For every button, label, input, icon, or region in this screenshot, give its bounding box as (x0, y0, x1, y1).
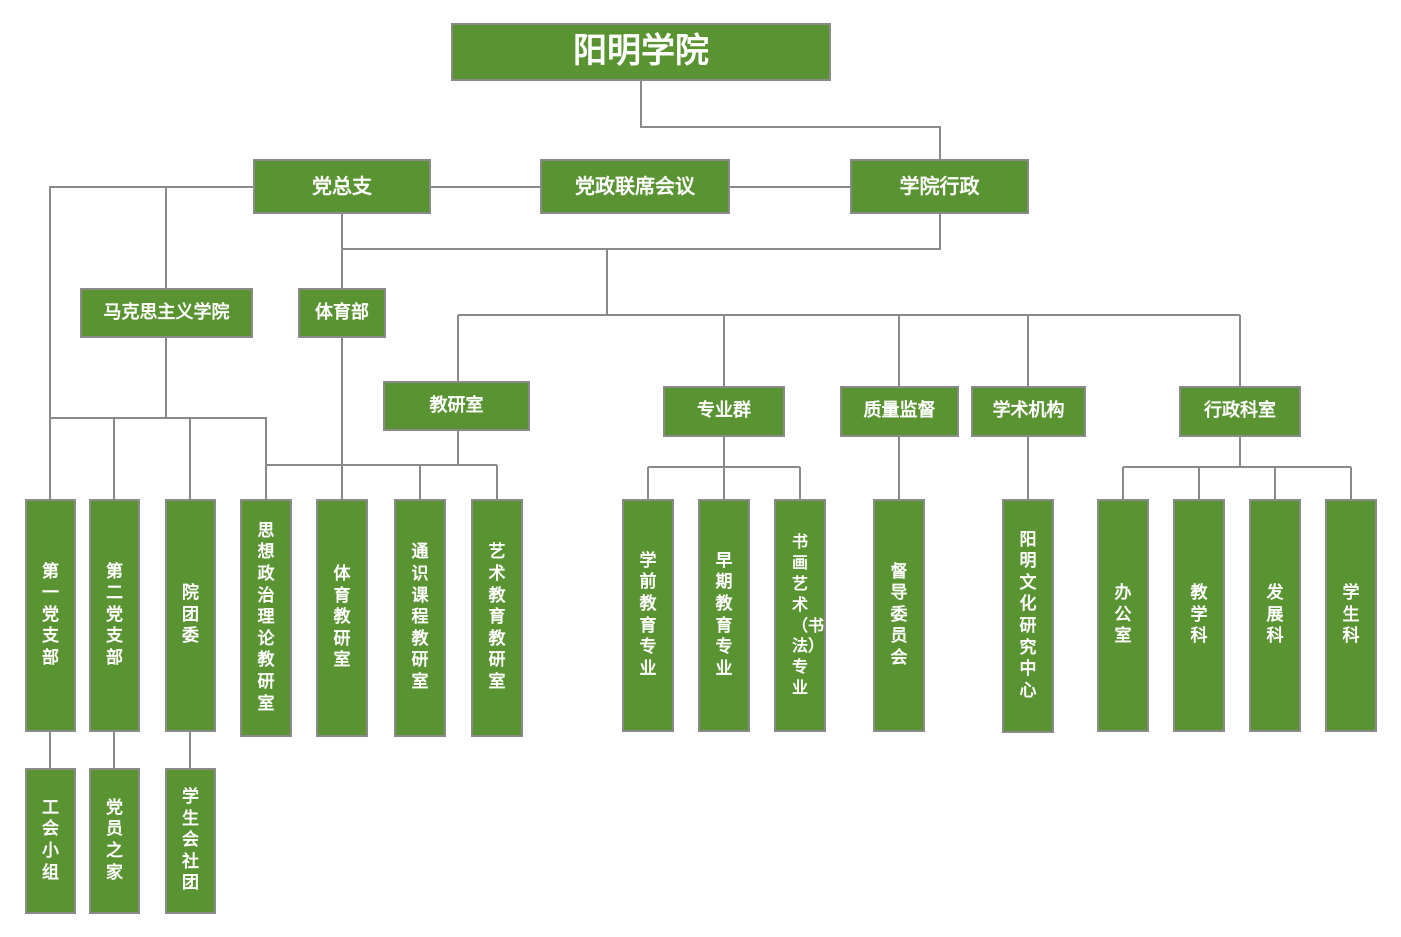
leaf-supervision[interactable]: 督导委员会 (873, 499, 925, 732)
leaf-yangming-center[interactable]: 阳明文化研究中心 (1002, 499, 1054, 733)
node-admin-label: 学院行政 (899, 174, 980, 198)
leaf-development-section-label: 发展科 (1266, 583, 1284, 647)
leaf-pe-research-label: 体育教研室 (333, 564, 351, 671)
leaf-branch2-label: 第二党支部 (106, 561, 123, 668)
leaf-student-union-label: 学生会 社团 (182, 787, 216, 894)
leaf-student-section-label: 学生科 (1342, 583, 1360, 647)
leaf-yangming-center-label: 阳明文化研究中心 (1019, 529, 1037, 701)
node-admin-offices-label: 行政科室 (1204, 400, 1276, 422)
node-marx-label: 马克思主义学院 (103, 301, 230, 323)
leaf-pe-research[interactable]: 体育教研室 (316, 499, 368, 737)
leaf-union-group-label: 工会小组 (42, 797, 59, 883)
leaf-member-home-label: 党员之家 (106, 797, 123, 883)
leaf-preschool-label: 学前教育专业 (639, 550, 657, 679)
node-teach-research[interactable]: 教研室 (383, 381, 530, 431)
leaf-branch1-label: 第一党支部 (42, 561, 59, 668)
leaf-general[interactable]: 通识课程教研室 (394, 499, 446, 737)
leaf-office[interactable]: 办公室 (1097, 499, 1149, 732)
leaf-ideo-label: 思想政治理论教研室 (257, 520, 275, 714)
node-pe-dept-label: 体育部 (315, 301, 369, 323)
leaf-branch2[interactable]: 第二党支部 (89, 499, 140, 732)
leaf-art-label: 艺术教育教研室 (488, 542, 506, 692)
node-pe-dept[interactable]: 体育部 (298, 288, 386, 338)
node-academic-label: 学术机构 (992, 400, 1065, 422)
leaf-early-label: 早期教育专业 (715, 550, 733, 679)
leaf-teaching-section-label: 教学科 (1190, 583, 1208, 647)
node-joint-meeting[interactable]: 党政联席会议 (540, 159, 730, 214)
node-party[interactable]: 党总支 (253, 159, 431, 214)
leaf-supervision-label: 督导委员会 (890, 561, 908, 668)
node-academic[interactable]: 学术机构 (971, 386, 1086, 437)
leaf-art[interactable]: 艺术教育教研室 (471, 499, 523, 737)
node-marx[interactable]: 马克思主义学院 (80, 288, 253, 338)
node-admin[interactable]: 学院行政 (850, 159, 1029, 214)
leaf-calligraphy[interactable]: 书画艺术（书法）专业 (774, 499, 826, 732)
leaf-office-label: 办公室 (1114, 583, 1132, 647)
root-label: 阳明学院 (573, 31, 709, 72)
leaf-calligraphy-label: 书画艺术（书法）专业 (792, 532, 825, 697)
leaf-student-section[interactable]: 学生科 (1325, 499, 1377, 732)
leaf-member-home[interactable]: 党员之家 (89, 768, 140, 914)
node-admin-offices[interactable]: 行政科室 (1179, 386, 1301, 437)
leaf-preschool[interactable]: 学前教育专业 (622, 499, 674, 732)
leaf-youth-league-label: 院团委 (182, 583, 199, 647)
leaf-early[interactable]: 早期教育专业 (698, 499, 750, 732)
node-party-label: 党总支 (312, 174, 372, 198)
root-node[interactable]: 阳明学院 (451, 23, 831, 81)
leaf-branch1[interactable]: 第一党支部 (25, 499, 76, 732)
node-quality[interactable]: 质量监督 (840, 386, 959, 437)
node-quality-label: 质量监督 (863, 400, 936, 422)
node-teach-research-label: 教研室 (429, 394, 484, 416)
leaf-teaching-section[interactable]: 教学科 (1173, 499, 1225, 732)
leaf-general-label: 通识课程教研室 (411, 542, 429, 692)
leaf-ideo[interactable]: 思想政治理论教研室 (240, 499, 292, 737)
leaf-development-section[interactable]: 发展科 (1249, 499, 1301, 732)
leaf-union-group[interactable]: 工会小组 (25, 768, 76, 914)
leaf-student-union[interactable]: 学生会 社团 (165, 768, 216, 914)
leaf-youth-league[interactable]: 院团委 (165, 499, 216, 732)
node-joint-meeting-label: 党政联席会议 (575, 174, 695, 198)
node-majors[interactable]: 专业群 (663, 386, 785, 437)
node-majors-label: 专业群 (697, 400, 751, 422)
